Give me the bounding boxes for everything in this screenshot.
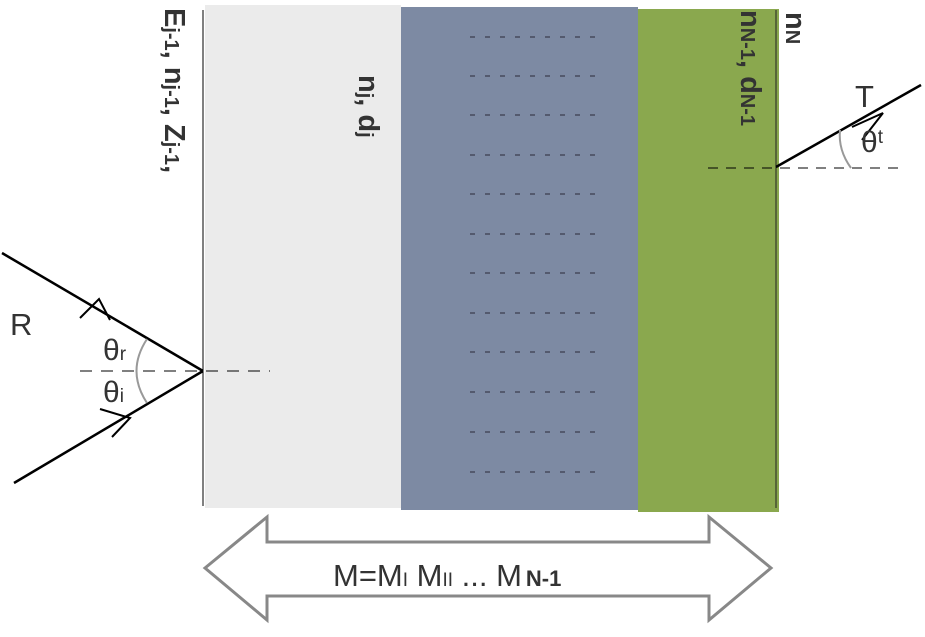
left-medium-label: Ej-1, nj-1, Zj-1, (158, 8, 190, 173)
theta-t-label: θt (861, 126, 884, 159)
transmitted-ray (775, 83, 922, 169)
incident-arrowhead (99, 408, 132, 438)
incident-ray (13, 369, 204, 485)
middle-layer-dashes (470, 36, 595, 473)
angle-arc-right (838, 129, 852, 169)
layer-n-minus-1 (638, 9, 779, 512)
reflected-ray (1, 251, 204, 373)
theta-i-label: θi (103, 376, 124, 409)
matrix-double-arrow (202, 513, 774, 624)
reflected-arrowhead (79, 297, 111, 321)
theta-r-label: θr (103, 334, 127, 367)
layer-j (205, 5, 401, 508)
middle-layer (401, 7, 638, 510)
angle-arc-left (135, 338, 148, 404)
transmitted-arrowhead (851, 112, 884, 141)
reflected-label: R (10, 307, 32, 342)
transmitted-label: T (855, 79, 874, 114)
substrate-label: nN (779, 12, 811, 44)
layer-j-label: nj, dj (352, 75, 384, 138)
layer-n-minus-1-label: nN-1, dN-1 (734, 10, 766, 126)
